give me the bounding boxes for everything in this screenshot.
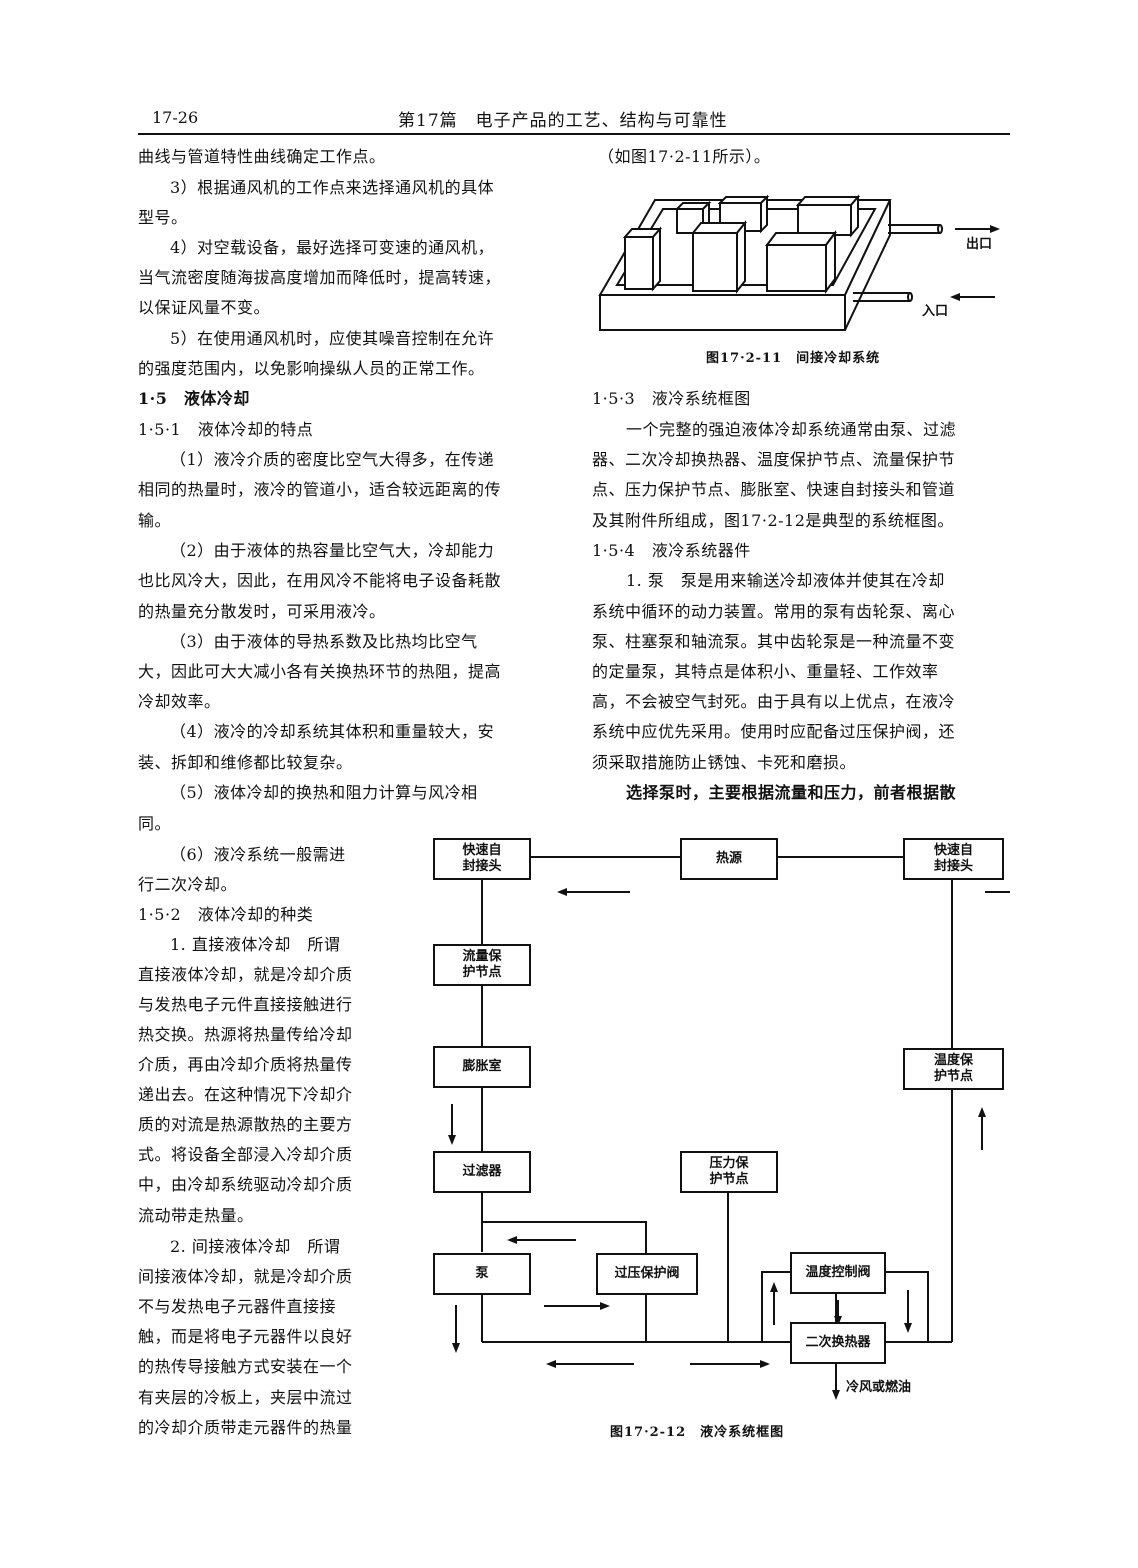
paragraph-line: 流动带走热量。 <box>138 1206 254 1225</box>
paragraph-line: 曲线与管道特性曲线确定工作点。 <box>138 147 386 166</box>
pressure-protection-node-box: 压力保护节点 <box>680 1151 778 1193</box>
figure-caption: 图17·2-11 间接冷却系统 <box>706 351 881 366</box>
paragraph-line: 介质，再由冷却介质将热量传 <box>138 1055 353 1074</box>
paragraph-line: 中，由冷却系统驱动冷却介质 <box>138 1175 353 1194</box>
overpressure-valve-box: 过压保护阀 <box>596 1253 698 1295</box>
page-number: 17-26 <box>152 108 199 127</box>
paragraph-line: 触，而是将电子元器件以良好 <box>138 1327 353 1346</box>
box-label: 过滤器 <box>462 1164 502 1179</box>
cold-plate-figure <box>598 194 1000 331</box>
paragraph-line: 2. 间接液体冷却 所谓 <box>170 1237 341 1256</box>
paragraph-line: 泵、柱塞泵和轴流泵。其中齿轮泵是一种流量不变 <box>592 632 956 651</box>
box-label: 流量保 <box>462 949 502 964</box>
paragraph-line: 型号。 <box>138 208 188 227</box>
box-label: 护节点 <box>933 1069 973 1084</box>
inlet-label: 入口 <box>922 304 949 319</box>
paragraph-line: 以保证风量不变。 <box>138 298 271 317</box>
box-label: 热源 <box>715 851 742 866</box>
box-label: 快速自 <box>462 843 502 858</box>
paragraph-line: 系统中应优先采用。使用时应配备过压保护阀，还 <box>592 722 956 741</box>
quick-seal-coupling-box-2: 快速自封接头 <box>903 838 1004 880</box>
paragraph-line: 质的对流是热源散热的主要方 <box>138 1115 353 1134</box>
paragraph-line: 选择泵时，主要根据流量和压力，前者根据散 <box>626 783 957 802</box>
paragraph-line: 的冷却介质带走元器件的热量 <box>138 1418 353 1437</box>
paragraph-line: （如图17·2-11所示）。 <box>598 147 771 166</box>
box-label: 压力保 <box>709 1156 749 1171</box>
quick-seal-coupling-box-1: 快速自封接头 <box>433 838 531 880</box>
subsection-heading: 1·5·4 液冷系统器件 <box>592 541 751 560</box>
paragraph-line: 器、二次冷却换热器、温度保护节点、流量保护节 <box>592 450 956 469</box>
paragraph-line: 3）根据通风机的工作点来选择通风机的具体 <box>170 178 495 197</box>
box-label: 护节点 <box>462 965 502 980</box>
paragraph-line: 相同的热量时，液冷的管道小，适合较远距离的传 <box>138 480 502 499</box>
paragraph-line: （3）由于液体的导热系数及比热均比空气 <box>170 632 478 651</box>
temperature-control-valve-box: 温度控制阀 <box>790 1252 886 1294</box>
paragraph-line: （6）液冷系统一般需进 <box>170 845 346 864</box>
figure-caption: 图17·2-12 液冷系统框图 <box>610 1425 785 1440</box>
box-label: 膨胀室 <box>462 1059 502 1074</box>
paragraph-line: （5）液体冷却的换热和阻力计算与风冷相 <box>170 783 478 802</box>
box-label: 封接头 <box>462 859 502 874</box>
paragraph-line: 装、拆卸和维修都比较复杂。 <box>138 753 353 772</box>
paragraph-line: 高，不会被空气封死。由于具有以上优点，在液冷 <box>592 692 956 711</box>
paragraph-line: 行二次冷却。 <box>138 875 238 894</box>
outlet-label: 出口 <box>966 237 993 252</box>
paragraph-line: 的定量泵，其特点是体积小、重量轻、工作效率 <box>592 662 939 681</box>
paragraph-line: 1. 直接液体冷却 所谓 <box>170 935 341 954</box>
paragraph-line: 冷却效率。 <box>138 692 221 711</box>
heat-source-box: 热源 <box>680 838 778 880</box>
box-label: 温度保 <box>933 1053 973 1068</box>
paragraph-line: 同。 <box>138 814 172 833</box>
paragraph-line: 的强度范围内，以免影响操纵人员的正常工作。 <box>138 359 485 378</box>
box-label: 温度控制阀 <box>805 1265 871 1280</box>
subsection-heading: 1·5·1 液体冷却的特点 <box>138 420 314 439</box>
paragraph-line: 与发热电子元件直接接触进行 <box>138 995 353 1014</box>
paragraph-line: 间接液体冷却，就是冷却介质 <box>138 1267 353 1286</box>
paragraph-line: 不与发热电子元器件直接接 <box>138 1297 337 1316</box>
secondary-heat-exchanger-box: 二次换热器 <box>790 1322 886 1364</box>
paragraph-line: 须采取措施防止锈蚀、卡死和磨损。 <box>592 753 857 772</box>
subsection-heading: 1·5·3 液冷系统框图 <box>592 389 751 408</box>
section-heading: 1·5 液体冷却 <box>138 389 250 408</box>
cooling-medium-label: 冷风或燃油 <box>846 1380 912 1395</box>
filter-box: 过滤器 <box>433 1151 531 1193</box>
paragraph-line: 4）对空载设备，最好选择可变速的通风机， <box>170 238 495 257</box>
paragraph-line: 输。 <box>138 511 172 530</box>
paragraph-line: 有夹层的冷板上，夹层中流过 <box>138 1388 353 1407</box>
subsection-heading: 1·5·2 液体冷却的种类 <box>138 905 314 924</box>
paragraph-line: （4）液冷的冷却系统其体积和重量较大，安 <box>170 722 495 741</box>
paragraph-line: 点、压力保护节点、膨胀室、快速自封接头和管道 <box>592 480 956 499</box>
paragraph-line: 及其附件所组成，图17·2-12是典型的系统框图。 <box>592 511 954 530</box>
temperature-protection-node-box: 温度保护节点 <box>903 1048 1004 1090</box>
box-label: 护节点 <box>709 1172 749 1187</box>
paragraph-line: 递出去。在这种情况下冷却介 <box>138 1085 353 1104</box>
paragraph-line: 5）在使用通风机时，应使其噪音控制在允许 <box>170 329 495 348</box>
paragraph-line: 的热量充分散发时，可采用液冷。 <box>138 602 386 621</box>
paragraph-line: 1. 泵 泵是用来输送冷却液体并使其在冷却 <box>626 571 945 590</box>
paragraph-line: 的热传导接触方式安装在一个 <box>138 1357 353 1376</box>
box-label: 封接头 <box>933 859 973 874</box>
paragraph-line: 直接液体冷却，就是冷却介质 <box>138 965 353 984</box>
running-header: 第17篇 电子产品的工艺、结构与可靠性 <box>398 111 728 131</box>
box-label: 快速自 <box>933 843 973 858</box>
paragraph-line: 也比风冷大，因此，在用风冷不能将电子设备耗散 <box>138 571 502 590</box>
header-rule <box>138 133 1010 135</box>
paragraph-line: （1）液冷介质的密度比空气大得多，在传递 <box>170 450 495 469</box>
paragraph-line: 系统中循环的动力装置。常用的泵有齿轮泵、离心 <box>592 602 956 621</box>
paragraph-line: 当气流密度随海拔高度增加而降低时，提高转速， <box>138 268 502 287</box>
box-label: 二次换热器 <box>805 1335 871 1350</box>
paragraph-line: 式。将设备全部浸入冷却介质 <box>138 1145 353 1164</box>
box-label: 泵 <box>475 1266 489 1281</box>
pump-box: 泵 <box>433 1253 531 1295</box>
flow-protection-node-box: 流量保护节点 <box>433 944 531 986</box>
paragraph-line: （2）由于液体的热容量比空气大，冷却能力 <box>170 541 495 560</box>
box-label: 过压保护阀 <box>614 1266 680 1281</box>
paragraph-line: 大，因此可大大减小各有关换热环节的热阻，提高 <box>138 662 502 681</box>
paragraph-line: 热交换。热源将热量传给冷却 <box>138 1025 353 1044</box>
paragraph-line: 一个完整的强迫液体冷却系统通常由泵、过滤 <box>626 420 957 439</box>
expansion-chamber-box: 膨胀室 <box>433 1046 531 1088</box>
